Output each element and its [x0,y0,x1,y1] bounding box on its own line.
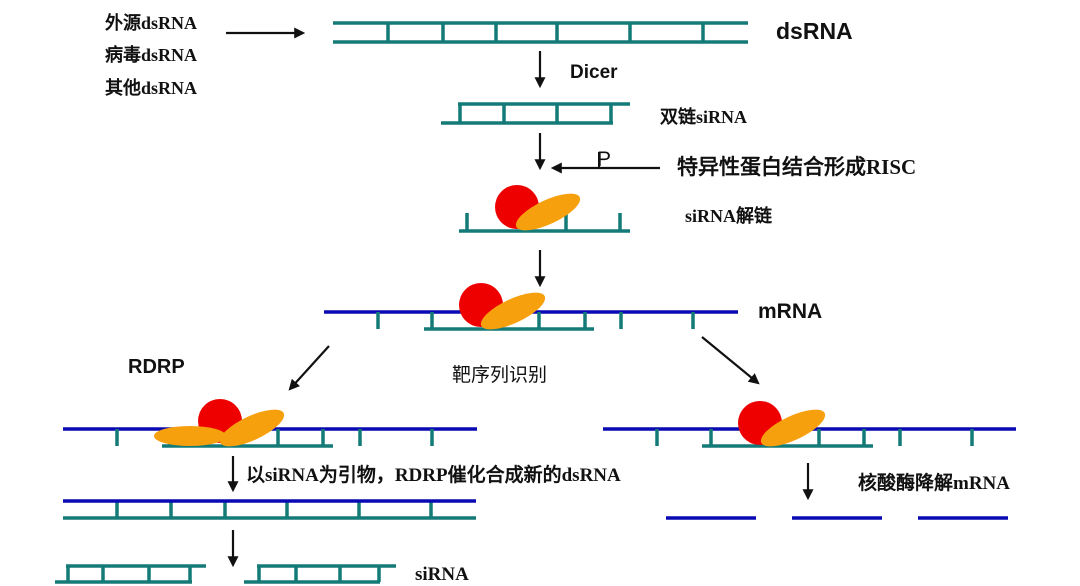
mrna-risc-orange [480,292,546,330]
dsrna-ladder [333,21,748,44]
rdrp-synthesis-label: 以siRNA为引物，RDRP催化合成新的dsRNA [246,463,621,486]
nuclease-label: 核酸酶降解mRNA [858,471,1010,494]
rdrp-label: RDRP [128,356,185,378]
risc-protein-orange [515,193,581,231]
nuclease-orange-protein [760,409,826,447]
risc-label: 特异性蛋白结合形成RISC [677,155,916,179]
double-sirna-ladder [441,102,630,125]
source-label-viral: 病毒dsRNA [105,44,197,65]
new-dsrna-ladder [63,499,476,520]
sirna-product-label: siRNA [415,564,469,585]
risc-orange-protein-left [219,409,285,447]
dicer-label: Dicer [570,62,618,83]
p-label: P [597,148,611,171]
unwind-label: siRNA解链 [685,205,773,226]
dsrna-label: dsRNA [776,18,853,44]
sirna-product-left [55,564,206,584]
nuclease-branch-arrow [701,336,760,385]
source-label-exogenous: 外源dsRNA [105,12,197,33]
double-sirna-label: 双链siRNA [660,106,747,127]
source-label-other: 其他dsRNA [105,77,197,98]
rdrp-orange-protein [154,426,226,446]
sirna-product-right [244,564,396,584]
mrna-label: mRNA [758,300,822,323]
rdrp-branch-arrow [288,345,330,391]
unwinding-strand [459,213,630,233]
target-recognition-label: 靶序列识别 [452,364,547,386]
